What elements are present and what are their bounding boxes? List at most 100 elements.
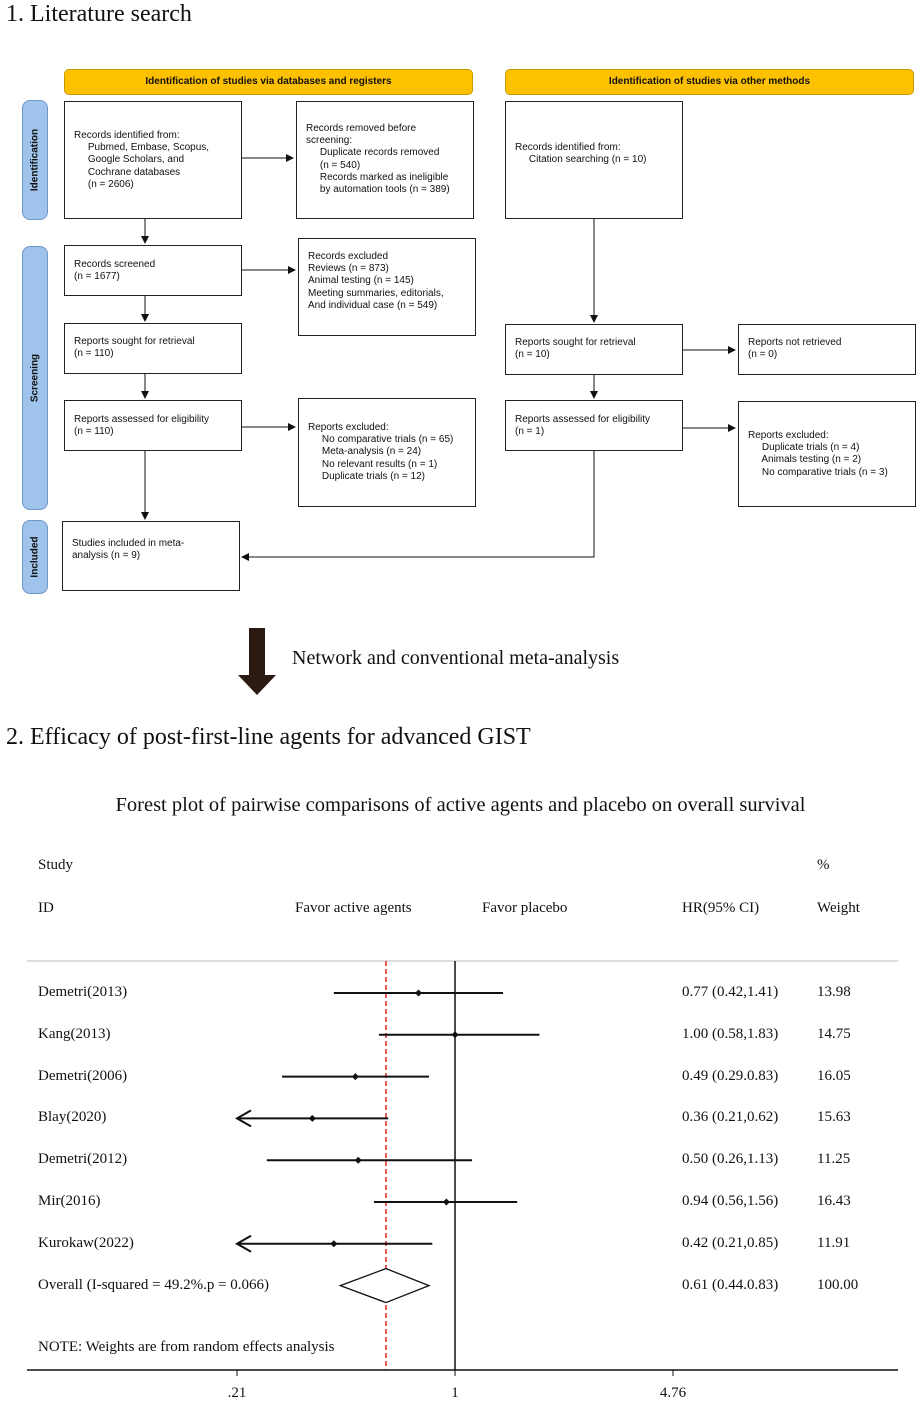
box-studies-included: Studies included in meta-analysis (n = 9… [62,521,240,591]
ci-truncation-arrow [234,1234,252,1253]
box-line: by automation tools (n = 389) [306,184,450,196]
study-hr-ci: 0.36 (0.21,0.62) [682,1109,779,1126]
box-line: No relevant results (n = 1) [308,458,438,470]
study-weight: 15.63 [817,1109,851,1126]
point-estimate [308,1114,316,1122]
header-databases: Identification of studies via databases … [64,69,473,95]
study-weight: 13.98 [817,984,851,1000]
x-tick-label: 1 [451,1385,459,1401]
point-estimate [351,1073,359,1081]
box-line: Records removed before [306,123,417,134]
box-line: Cochrane databases [74,166,181,178]
favor-placebo-label: Favor placebo [482,900,568,916]
study-weight: 16.43 [817,1193,851,1209]
phase-included-label: Included [22,520,48,594]
box-line: Reports sought for retrieval [74,336,195,347]
forest-note: NOTE: Weights are from random effects an… [38,1339,335,1355]
box-line: (n = 0) [748,349,778,361]
box-other-reports-assessed: Reports assessed for eligibility(n = 1) [505,400,683,451]
forest-plot-title: Forest plot of pairwise comparisons of a… [115,794,806,816]
box-line: Google Scholars, and [74,154,185,166]
box-line: Pubmed, Embase, Scopus, [74,142,210,154]
study-hr-ci: 0.49 (0.29.0.83) [682,1067,779,1084]
box-line: (n = 540) [306,159,361,171]
box-line: Duplicate trials (n = 12) [308,470,425,482]
study-id: Demetri(2012) [38,1151,128,1168]
box-reports-excluded: Reports excluded: No comparative trials … [298,398,476,507]
study-hr-ci: 1.00 (0.58,1.83) [682,1025,779,1042]
favor-active-label: Favor active agents [295,900,412,916]
box-line: (n = 1677) [74,271,120,283]
box-line: Reports assessed for eligibility [74,414,210,425]
col-header-study: Study [38,857,74,873]
study-id: Blay(2020) [38,1109,107,1126]
box-line: No comparative trials (n = 3) [748,466,888,478]
study-id: Demetri(2013) [38,984,128,1000]
box-line: Duplicate trials (n = 4) [748,442,860,454]
prisma-arrows [141,154,736,561]
ci-truncation-arrow [234,1109,252,1128]
box-line: screening: [306,135,353,147]
box-line: No comparative trials (n = 65) [308,434,454,446]
box-other-not-retrieved: Reports not retrieved(n = 0) [738,324,916,375]
box-line: (n = 110) [74,348,114,360]
box-line: (n = 10) [515,349,550,361]
box-line: Records excluded [308,251,389,262]
section-1-title: 1. Literature search [6,1,192,27]
box-line: Duplicate records removed [306,147,440,159]
study-hr-ci: 0.77 (0.42,1.41) [682,984,779,1000]
study-hr-ci: 0.42 (0.21,0.85) [682,1234,779,1251]
overall-diamond [338,1267,431,1304]
box-line: Records screened [74,259,156,270]
down-arrow-icon [238,628,276,695]
box-line: (n = 110) [74,426,114,438]
box-other-records-identified: Records identified from: Citation search… [505,101,683,219]
study-weight: 16.05 [817,1067,851,1084]
overall-label: Overall (I-squared = 49.2%.p = 0.066) [38,1276,270,1293]
header-other-methods: Identification of studies via other meth… [505,69,914,95]
box-line: Reports assessed for eligibility [515,414,651,425]
box-line: Records marked as ineligible [306,171,449,183]
arrow-other-assessed-to-included [241,451,595,561]
box-line: Meta-analysis (n = 24) [308,446,422,458]
box-line: Reports not retrieved [748,337,842,348]
study-id: Demetri(2006) [38,1067,128,1084]
box-line: analysis (n = 9) [72,550,141,562]
box-line: Records identified from: [74,130,180,141]
point-estimate [415,989,423,997]
box-line: Reports excluded: [308,422,389,433]
section-2-title: 2. Efficacy of post-first-line agents fo… [6,724,531,750]
point-estimate [442,1198,450,1206]
point-estimate [330,1240,338,1248]
box-other-reports-excluded: Reports excluded: Duplicate trials (n = … [738,401,916,507]
box-line: Animal testing (n = 145) [308,275,414,287]
study-hr-ci: 0.94 (0.56,1.56) [682,1193,779,1209]
study-weight: 14.75 [817,1025,851,1042]
study-weight: 11.25 [817,1151,851,1168]
col-header-id: ID [38,900,54,916]
col-header-hr: HR(95% CI) [682,900,760,916]
overall-hr-ci: 0.61 (0.44.0.83) [682,1276,779,1293]
study-weight: 11.91 [817,1234,851,1251]
box-line: Reviews (n = 873) [308,263,389,275]
transition-label: Network and conventional meta-analysis [292,647,620,669]
box-line: Reports excluded: [748,430,829,441]
study-id: Mir(2016) [38,1193,101,1209]
box-other-reports-sought: Reports sought for retrieval(n = 10) [505,324,683,375]
box-records-identified: Records identified from: Pubmed, Embase,… [64,101,242,219]
box-line: Studies included in meta- [72,538,185,549]
box-reports-assessed: Reports assessed for eligibility(n = 110… [64,400,242,451]
box-line: Citation searching (n = 10) [515,154,647,166]
col-header-percent: % [817,857,830,873]
box-line: And individual case (n = 549) [308,299,438,311]
box-line: Reports sought for retrieval [515,337,636,348]
box-records-screened: Records screened(n = 1677) [64,245,242,296]
box-reports-sought: Reports sought for retrieval(n = 110) [64,323,242,374]
box-line: Animals testing (n = 2) [748,454,862,466]
box-line: (n = 2606) [74,178,134,190]
phase-screening-label: Screening [22,246,48,510]
point-estimate [451,1031,459,1039]
